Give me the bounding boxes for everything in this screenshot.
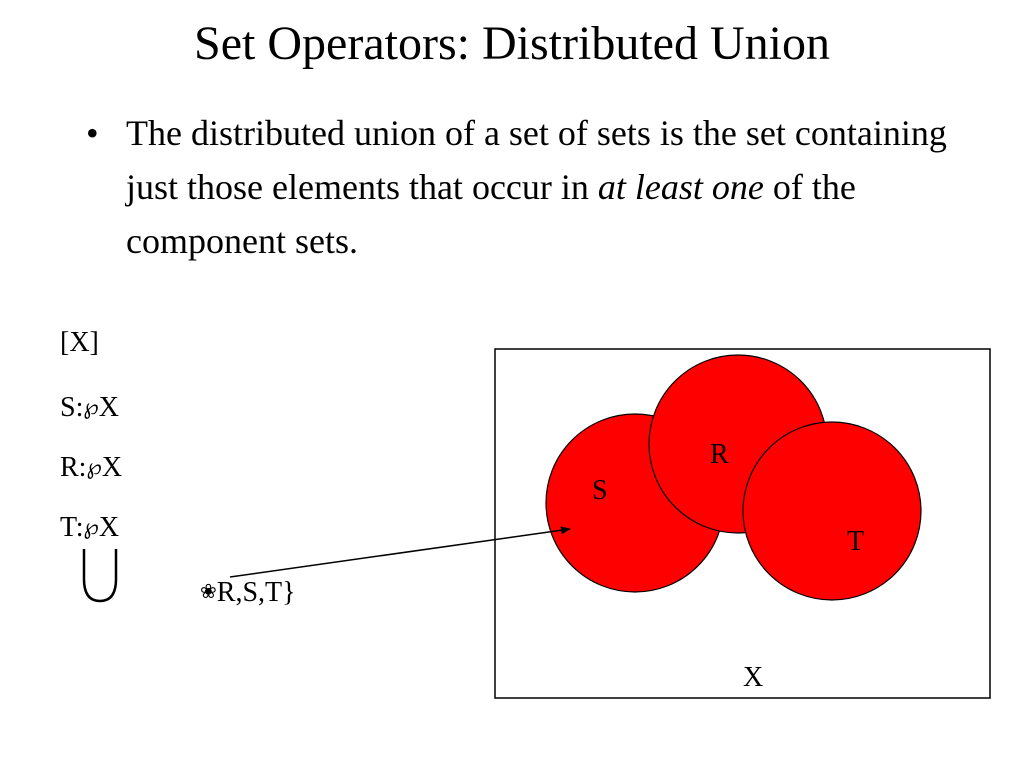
declaration-t: T:℘X (60, 510, 119, 545)
set-r-label: R (710, 439, 729, 470)
powerset-icon: ℘ (86, 454, 102, 479)
big-union-icon (82, 549, 118, 603)
given-set-declaration: [X] (60, 327, 99, 358)
powerset-icon: ℘ (83, 514, 99, 539)
bullet-text-part2: of the component sets. (126, 167, 856, 261)
flower-icon: ❀ (200, 581, 217, 603)
declaration-s-type: X (98, 392, 119, 423)
powerset-icon: ℘ (83, 394, 99, 419)
distributed-union-expression: ❀R,S,T} (200, 575, 296, 610)
declaration-t-type: X (98, 512, 120, 543)
universe-label: X (743, 662, 763, 693)
declaration-r-name: R: (60, 452, 87, 483)
bullet-dot-icon: • (86, 113, 99, 153)
pointer-arrow (229, 526, 571, 578)
declaration-t-name: T: (60, 512, 84, 543)
slide-title: Set Operators: Distributed Union (194, 17, 830, 70)
declaration-s: S:℘X (60, 390, 119, 425)
set-t-circle (742, 421, 922, 601)
bullet-text-part1: The distributed union of a set of sets i… (126, 113, 947, 207)
declaration-r: R:℘X (60, 450, 122, 485)
distributed-union-args: R,S,T} (216, 577, 296, 608)
set-t-label: T (847, 526, 864, 557)
bullet-emphasis: at least one (597, 167, 764, 207)
set-s-label: S (592, 475, 608, 506)
bullet-text: The distributed union of a set of sets i… (126, 106, 956, 268)
declaration-r-type: X (101, 452, 123, 483)
declaration-s-name: S: (60, 392, 84, 423)
